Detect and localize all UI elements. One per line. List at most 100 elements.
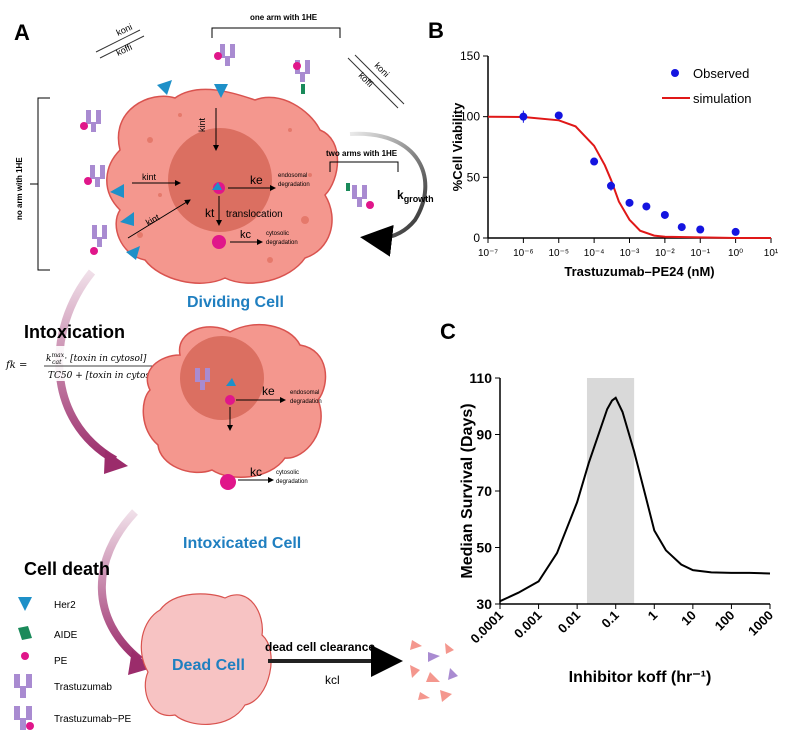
intoxication-label: Intoxication [24,322,125,342]
endosomal-degradation-intox-label: degradation [290,399,322,405]
c-shaded-region [586,378,635,604]
b-y-tick-label: 150 [460,49,480,63]
equation-lhs: fk = [5,360,27,371]
dead-cell-membrane [140,593,272,725]
two-arms-label: two arms with 1HE [326,149,398,158]
arrow-to-dead [97,509,143,664]
equation-num-k: k [46,354,51,364]
c-y-tick-label: 30 [476,596,492,612]
b-x-tick-label: 10¹ [764,248,779,259]
cell-death-label: Cell death [24,559,110,579]
c-x-axis-label: Inhibitor koff (hr⁻¹) [569,669,712,686]
her2-glyphs [110,80,228,260]
equation-denominator: TC50 + [toxin in cytosol] [48,371,162,381]
dividing-cell-arrows: kint kint kint ke endosomal degradation … [127,108,310,249]
endosomal-degradation-label: degradation [278,182,310,188]
b-x-tick-label: 10⁻⁴ [584,248,605,259]
kc-label: kc [240,229,252,241]
observed-point [660,210,669,219]
observed-point [519,112,528,121]
her2-triangle-icon [18,597,32,611]
b-x-tick-label: 10⁻⁷ [478,248,498,259]
b-x-tick-label: 10⁻¹ [690,248,710,259]
antibody-glyphs [80,44,374,255]
simulation-line [487,115,771,239]
panel-label-b: B [428,18,444,43]
b-x-tick-label: 10⁻² [655,248,675,259]
legend-pe: PE [54,656,68,667]
b-x-axis-label: Trastuzumab–PE24 (nM) [564,264,714,279]
observed-point [731,227,740,236]
kt-label: kt [205,206,215,220]
legend-aide: AIDE [54,630,78,641]
c-y-axis-label: Median Survival (Days) [459,403,476,578]
kgrowth-k: k [397,188,404,202]
pe-cytosol [212,235,226,249]
cell-speckles [137,113,312,263]
c-x-tick-label: 1 [645,608,661,624]
koni-label: koni [115,22,134,38]
b-x-tick-label: 10⁰ [728,248,743,259]
svg-text:kgrowth: kgrowth [397,188,434,204]
b-y-tick-label: 0 [473,231,480,245]
intoxicated-cell-label: Intoxicated Cell [183,535,301,552]
c-x-tick-label: 0.01 [555,608,584,637]
pe-dot-icon [21,652,29,660]
observed-point [590,157,599,166]
equation-num-sub: cat [52,359,62,366]
b-x-tick-label: 10⁻³ [620,248,640,259]
binding-equilibrium-top-left: koni koffi [95,22,145,59]
translocation-label: translocation [226,209,283,220]
cytosolic-label: cytosolic [266,231,289,237]
aide-tag-icon [18,626,32,640]
cytosolic-intox-label: cytosolic [276,470,299,476]
intoxicated-cell-contents: ke endosomal degradation kc cytosolic de… [195,368,322,490]
dividing-cell-label: Dividing Cell [187,294,284,311]
koffi-label: koffi [115,42,134,58]
kint-left-label: kint [142,172,157,182]
one-arm-bracket: one arm with 1HE [211,13,341,38]
kint-top-label: kint [197,117,207,132]
cell-debris [410,640,458,702]
intoxicated-cell-nucleus [180,336,264,420]
ke-label: ke [250,173,263,187]
cytosolic-degradation-intox-label: degradation [276,479,308,485]
c-y-tick-label: 70 [476,483,492,499]
koffi-right-label: koffi [357,70,376,89]
observed-point [625,198,634,207]
koni-right-label: koni [373,60,392,79]
no-arm-label: no arm with 1HE [15,157,24,220]
legend-observed-label: Observed [693,66,749,81]
legend-her2: Her2 [54,600,76,611]
kgrowth-sub: growth [404,194,434,204]
legend-panel-a: Her2 AIDE PE Trastuzumab Trastuzumab−PE [14,597,131,730]
legend-trastuzumab-pe: Trastuzumab−PE [54,714,131,725]
dead-cell-label: Dead Cell [172,657,245,674]
c-x-tick-label: 10 [678,608,699,629]
clearance-label: dead cell clearance [265,640,375,654]
observed-point [554,111,563,120]
c-x-tick-label: 100 [712,608,738,634]
observed-point [696,225,705,234]
c-x-tick-label: 1000 [745,608,776,639]
endosomal-label: endosomal [278,173,307,179]
trastuzumab-pe-icon [14,706,34,730]
binding-equilibrium-right: koni koffi [347,54,405,109]
b-x-tick-label: 10⁻⁶ [513,248,534,259]
cytosolic-degradation-label: degradation [266,240,298,246]
observed-point [677,223,686,232]
kcl-label: kcl [325,673,340,687]
c-y-tick-label: 110 [469,370,492,386]
b-y-tick-label: 50 [467,170,481,184]
equation-num-sup: max [51,352,64,359]
survival-curve [499,396,771,603]
arrow-head-intoxicated [104,450,128,474]
no-arm-bracket: no arm with 1HE [15,97,50,271]
b-y-axis-label: %Cell Viability [450,102,465,191]
endosomal-intox-label: endosomal [290,390,319,396]
b-y-tick-label: 100 [460,110,480,124]
